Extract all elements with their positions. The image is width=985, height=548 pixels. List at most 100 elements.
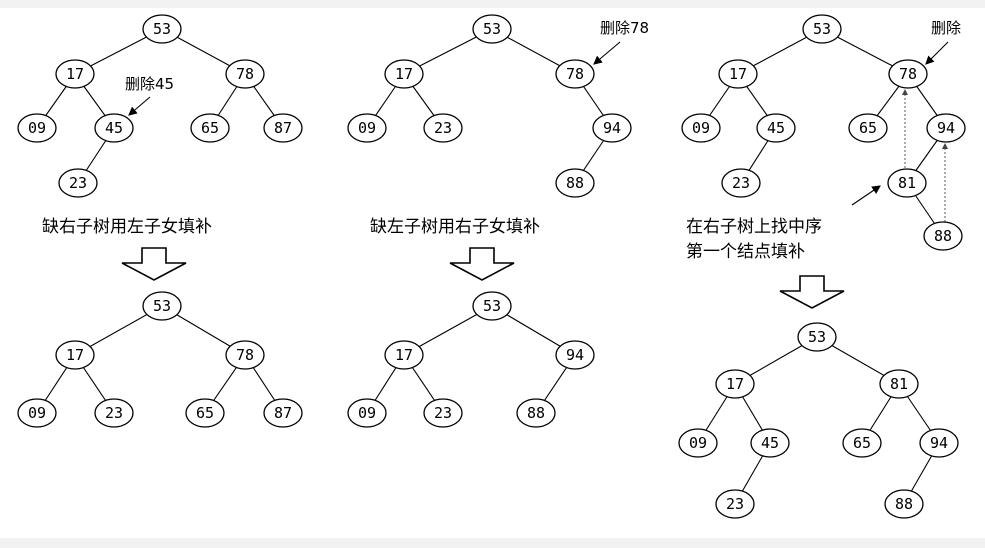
node-ellipse [225, 59, 265, 89]
left-caption: 缺右子树用左子女填补 [42, 217, 212, 237]
middle-down-arrow [449, 247, 515, 281]
tree-node-l_t-45: 45 [94, 113, 134, 143]
tree-node-r_t-09: 09 [681, 113, 721, 143]
node-ellipse [347, 398, 387, 428]
left-annotation-arrow [128, 96, 151, 116]
node-ellipse [423, 113, 463, 143]
node-ellipse [802, 14, 842, 44]
tree-node-m_t-23: 23 [423, 113, 463, 143]
node-label: 23 [105, 404, 123, 422]
tree-node-l_t-65: 65 [190, 113, 230, 143]
tree-node-l_t-53: 53 [142, 14, 182, 44]
node-ellipse [555, 168, 595, 198]
tree-node-r_t-88: 88 [923, 221, 963, 251]
tree-node-l_b-87: 87 [263, 398, 303, 428]
node-ellipse [142, 14, 182, 44]
right-annotation-arrow [925, 41, 949, 65]
node-label: 78 [899, 65, 917, 83]
node-label: 94 [930, 434, 948, 452]
node-label: 53 [153, 20, 171, 38]
node-ellipse [718, 59, 758, 89]
node-label: 65 [201, 119, 219, 137]
node-label: 09 [358, 119, 376, 137]
tree-node-r_b-09: 09 [678, 428, 718, 458]
node-ellipse [142, 291, 182, 321]
node-label: 78 [566, 65, 584, 83]
node-ellipse [94, 113, 134, 143]
node-ellipse [681, 113, 721, 143]
tree-node-l_b-65: 65 [185, 398, 225, 428]
node-label: 17 [66, 65, 84, 83]
node-label: 88 [895, 495, 913, 513]
node-label: 53 [483, 20, 501, 38]
node-label: 87 [274, 119, 292, 137]
tree-node-r_t-65: 65 [848, 113, 888, 143]
node-label: 17 [395, 65, 413, 83]
tree-node-m_t-78: 78 [555, 59, 595, 89]
node-ellipse [384, 59, 424, 89]
node-label: 45 [105, 119, 123, 137]
node-ellipse [263, 398, 303, 428]
node-ellipse [347, 113, 387, 143]
node-ellipse [55, 340, 95, 370]
node-label: 94 [603, 119, 621, 137]
tree-node-m_b-09: 09 [347, 398, 387, 428]
tree-node-r_t-78: 78 [888, 59, 928, 89]
tree-nodes: 53 17 78 09 45 65 87 23 53 17 78 09 23 65 87 53 17 78 09 23… [17, 14, 966, 519]
tree-node-m_b-23: 23 [423, 398, 463, 428]
node-label: 09 [28, 404, 46, 422]
node-ellipse [555, 59, 595, 89]
node-ellipse [55, 59, 95, 89]
node-ellipse [472, 291, 512, 321]
tree-node-r_t-45: 45 [756, 113, 796, 143]
tree-node-l_t-78: 78 [225, 59, 265, 89]
node-label: 17 [395, 346, 413, 364]
node-ellipse [190, 113, 230, 143]
node-ellipse [715, 369, 755, 399]
node-ellipse [94, 398, 134, 428]
tree-node-l_b-17: 17 [55, 340, 95, 370]
node-label: 23 [434, 404, 452, 422]
node-label: 53 [808, 328, 826, 346]
tree-node-r_b-94: 94 [919, 428, 959, 458]
tree-node-l_b-78: 78 [225, 340, 265, 370]
node-ellipse [555, 340, 595, 370]
node-ellipse [185, 398, 225, 428]
node-label: 88 [934, 227, 952, 245]
node-label: 53 [153, 297, 171, 315]
node-ellipse [923, 221, 963, 251]
tree-node-r_b-88: 88 [884, 489, 924, 519]
node-ellipse [919, 428, 959, 458]
node-label: 65 [853, 434, 871, 452]
tree-node-l_t-87: 87 [263, 113, 303, 143]
node-label: 53 [813, 20, 831, 38]
node-ellipse [472, 14, 512, 44]
node-label: 09 [358, 404, 376, 422]
tree-node-m_t-94: 94 [592, 113, 632, 143]
dotted-path-lines [902, 89, 948, 222]
tree-node-l_b-53: 53 [142, 291, 182, 321]
node-label: 23 [726, 495, 744, 513]
node-ellipse [58, 168, 98, 198]
node-ellipse [263, 113, 303, 143]
left-down-arrow [121, 247, 187, 281]
node-ellipse [678, 428, 718, 458]
node-label: 09 [28, 119, 46, 137]
node-ellipse [848, 113, 888, 143]
node-ellipse [842, 428, 882, 458]
tree-node-l_b-09: 09 [17, 398, 57, 428]
node-label: 23 [69, 174, 87, 192]
tree-node-r_t-23: 23 [721, 168, 761, 198]
node-label: 88 [566, 174, 584, 192]
tree-node-r_t-81: 81 [887, 168, 927, 198]
node-label: 94 [566, 346, 584, 364]
node-label: 88 [527, 404, 545, 422]
node-label: 09 [692, 119, 710, 137]
middle-annotation-arrow [593, 41, 621, 65]
tree-node-l_t-17: 17 [55, 59, 95, 89]
node-label: 09 [689, 434, 707, 452]
node-ellipse [17, 398, 57, 428]
left-delete-annotation: 删除45 [125, 75, 174, 93]
node-ellipse [756, 113, 796, 143]
